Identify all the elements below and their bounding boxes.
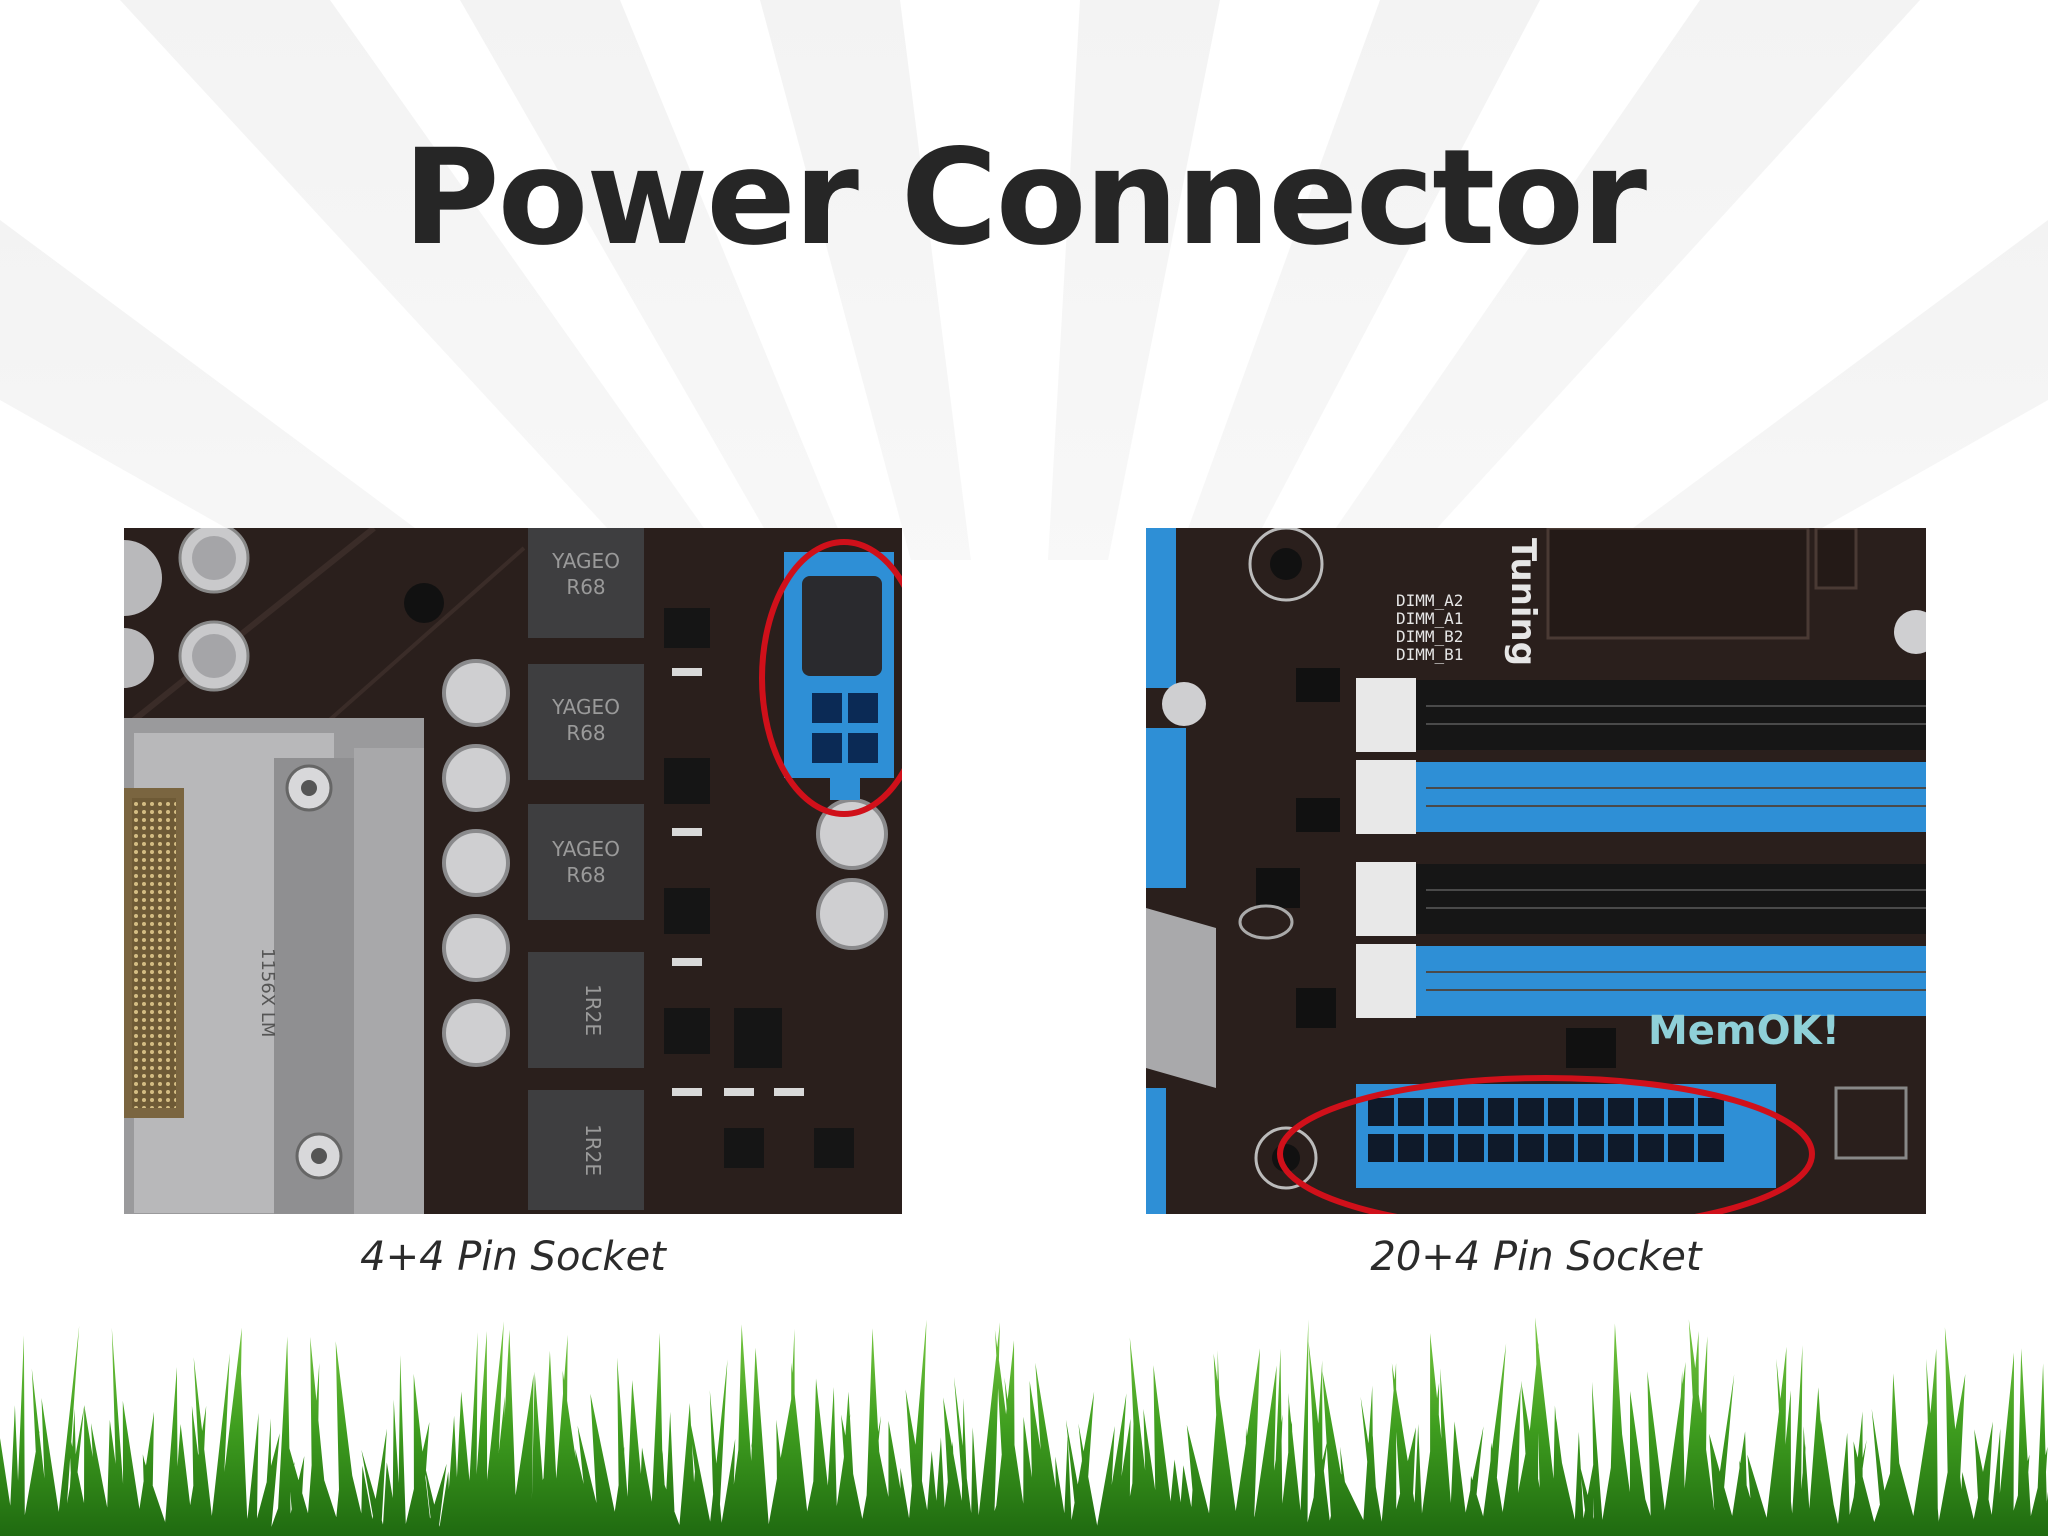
atx-24pin-connector xyxy=(1356,1084,1776,1188)
choke-3-label: YAGEO xyxy=(551,837,620,861)
highlight-ring-left xyxy=(759,539,902,817)
dimm-b2-label: DIMM_B2 xyxy=(1396,627,1463,646)
choke-5 xyxy=(528,1090,644,1210)
caption-20plus4: 20+4 Pin Socket xyxy=(1370,1234,1702,1280)
choke-2-label: YAGEO xyxy=(551,695,620,719)
capacitor-column xyxy=(442,659,510,1067)
background-rays xyxy=(0,0,2048,560)
atx-4pin-connector xyxy=(784,552,894,800)
choke-2-value: R68 xyxy=(566,721,605,745)
dimm-slots xyxy=(1356,678,1926,1018)
choke-4-label: 1R2E xyxy=(581,984,605,1036)
socket-label: 1156X LM xyxy=(257,948,278,1037)
highlight-ring-right xyxy=(1277,1075,1815,1214)
choke-1-label: YAGEO xyxy=(551,549,620,573)
cpu-power-board-photo: 1156X LM YAGEO R68 xyxy=(124,528,902,1214)
choke-3 xyxy=(528,804,644,920)
memok-label: MemOK! xyxy=(1648,1008,1840,1054)
atx-power-board-photo: DIMM_A2 DIMM_A1 DIMM_B2 DIMM_B1 Tuning xyxy=(1146,528,1926,1214)
choke-2 xyxy=(528,664,644,780)
caption-4plus4: 4+4 Pin Socket xyxy=(360,1234,666,1280)
dimm-a1-label: DIMM_A1 xyxy=(1396,609,1463,628)
choke-4 xyxy=(528,952,644,1068)
figure-20plus4-socket: DIMM_A2 DIMM_A1 DIMM_B2 DIMM_B1 Tuning xyxy=(1146,528,1926,1280)
choke-1-value: R68 xyxy=(566,575,605,599)
capacitor-group-top xyxy=(124,528,250,692)
cpu-socket: 1156X LM xyxy=(124,718,424,1214)
grass-footer xyxy=(0,1317,2048,1536)
choke-5-label: 1R2E xyxy=(581,1124,605,1176)
dimm-b1-label: DIMM_B1 xyxy=(1396,645,1463,664)
slide-title: Power Connector xyxy=(402,121,1647,275)
figure-4plus4-socket: 1156X LM YAGEO R68 xyxy=(124,528,902,1280)
dimm-a2-label: DIMM_A2 xyxy=(1396,591,1463,610)
choke-3-value: R68 xyxy=(566,863,605,887)
choke-1 xyxy=(528,528,644,638)
tuning-label: Tuning xyxy=(1503,538,1543,666)
dimm-label-group: DIMM_A2 DIMM_A1 DIMM_B2 DIMM_B1 xyxy=(1396,591,1463,664)
